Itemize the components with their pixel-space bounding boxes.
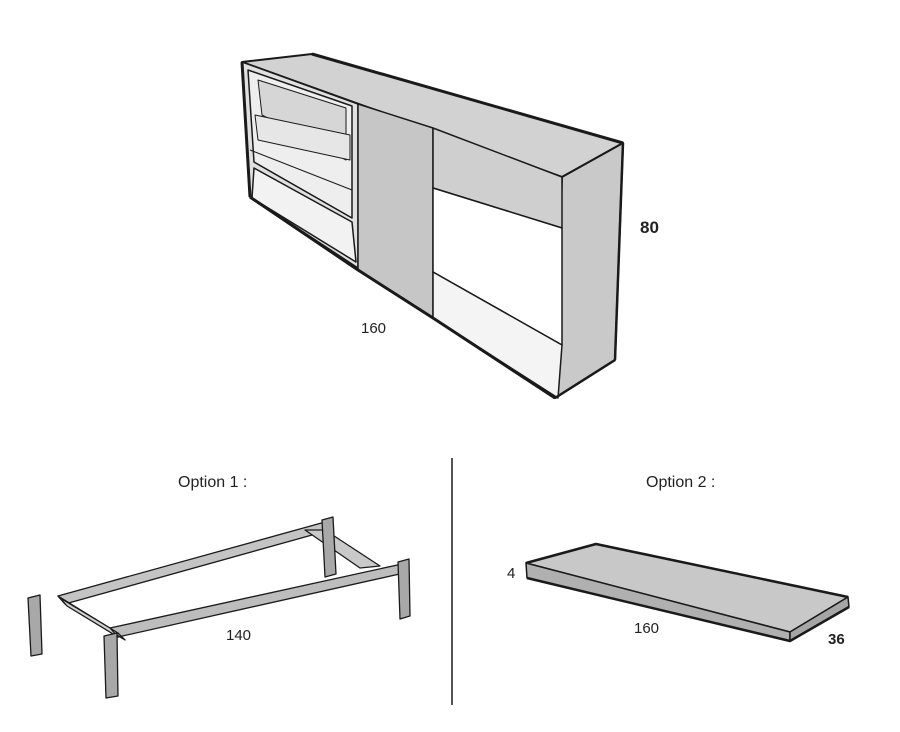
option2-thickness-label: 4 xyxy=(507,565,516,582)
option2-depth-label: 36 xyxy=(828,631,845,648)
option2-title: Option 2 : xyxy=(646,474,716,491)
sideboard xyxy=(240,52,625,400)
frame-leg-front-left xyxy=(103,632,119,699)
sideboard-middle-door xyxy=(357,103,434,319)
sideboard-lower-open xyxy=(251,167,357,263)
frame-leg-front-right xyxy=(397,558,411,620)
sideboard-height-label: 80 xyxy=(640,218,659,237)
option2-plinth xyxy=(525,542,850,643)
sideboard-right-side xyxy=(554,142,624,399)
frame-right-crossbar xyxy=(304,529,381,569)
option1-title: Option 1 : xyxy=(178,474,248,491)
sideboard-bottom-drawer xyxy=(432,271,563,399)
frame-leg-back-left xyxy=(27,594,43,657)
option2-length-label: 160 xyxy=(634,620,660,637)
sideboard-width-label: 160 xyxy=(361,320,387,337)
sideboard-glass-shelf xyxy=(254,114,351,161)
frame-leg-back-right xyxy=(321,516,337,578)
option1-frame xyxy=(27,516,411,699)
option1-length-label: 140 xyxy=(226,627,252,644)
